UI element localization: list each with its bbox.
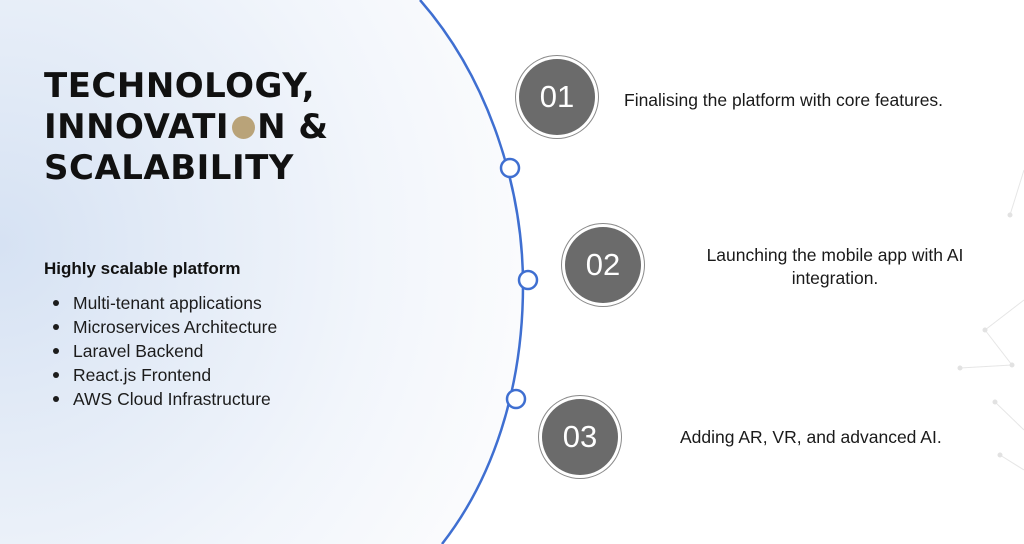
features-list: Multi-tenant applications Microservices … (50, 291, 277, 411)
left-panel-background (0, 0, 523, 544)
title-line-2-start: INNOVATI (44, 107, 230, 147)
step-number-1: 01 (519, 59, 595, 135)
step-number-3: 03 (542, 399, 618, 475)
network-decoration (957, 169, 1024, 471)
step-text-2: Launching the mobile app with AI integra… (706, 245, 964, 288)
feature-item: Microservices Architecture (50, 315, 277, 339)
feature-item: React.js Frontend (50, 363, 277, 387)
feature-item: Multi-tenant applications (50, 291, 277, 315)
title-line-1: TECHNOLOGY, (44, 66, 316, 106)
step-text-1: Finalising the platform with core featur… (624, 90, 944, 110)
feature-item: AWS Cloud Infrastructure (50, 387, 277, 411)
gold-dot-icon (232, 116, 256, 139)
feature-item: Laravel Backend (50, 339, 277, 363)
title-line-2-end: N & (257, 107, 329, 147)
timeline-node-1 (499, 157, 521, 179)
title-line-3: SCALABILITY (44, 148, 294, 188)
step-text-3: Adding AR, VR, and advanced AI. (680, 427, 942, 447)
features-heading: Highly scalable platform (44, 259, 241, 278)
title-line-2: INNOVATI N & (44, 107, 329, 148)
step-number-2: 02 (565, 227, 641, 303)
timeline-node-2 (517, 269, 539, 291)
timeline-node-3 (505, 388, 527, 410)
slide-title: TECHNOLOGY, INNOVATI N & SCALABILITY (44, 66, 329, 189)
